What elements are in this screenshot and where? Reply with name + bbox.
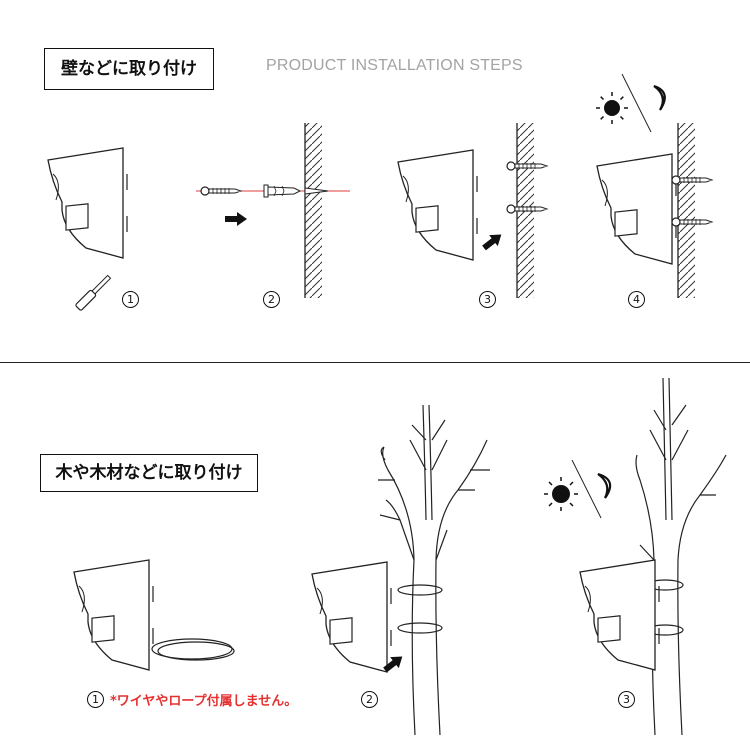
moon-icon: [597, 472, 612, 499]
step-number: 1: [87, 691, 104, 708]
moon-icon: [653, 84, 666, 111]
camera-icon: [397, 149, 478, 261]
wall-icon: [677, 123, 695, 298]
screw-icon: [671, 217, 713, 227]
step-number: 2: [361, 691, 378, 708]
screw-icon: [506, 161, 548, 171]
camera-icon: [596, 153, 677, 265]
arrow-icon: [225, 212, 247, 226]
wall-anchor-icon: [263, 184, 302, 198]
tree-icon: [378, 404, 490, 736]
camera-icon: [311, 561, 392, 673]
screw-icon: [506, 204, 548, 214]
camera-icon: [579, 559, 660, 671]
step-number: 3: [479, 291, 496, 308]
wire-loop-icon: [151, 638, 235, 661]
tree-icon: [635, 377, 727, 736]
wall-icon: [304, 123, 322, 298]
arrow-icon: [479, 228, 506, 254]
screw-icon: [200, 186, 242, 196]
accessory-note: *ワイヤやロープ付属しません。: [110, 694, 298, 709]
step-number: 1: [122, 291, 139, 308]
wall-mount-heading: 壁などに取り付け: [44, 48, 214, 90]
step-number: 2: [263, 291, 280, 308]
sun-icon: [544, 477, 578, 511]
step-number: 3: [618, 691, 635, 708]
section-divider: [0, 362, 750, 363]
tree-mount-heading: 木や木材などに取り付け: [40, 454, 258, 492]
section-subtitle: PRODUCT INSTALLATION STEPS: [266, 57, 523, 74]
step-number: 4: [628, 291, 645, 308]
sun-icon: [596, 92, 628, 124]
camera-icon: [73, 559, 154, 671]
screwdriver-icon: [75, 274, 112, 311]
screw-icon: [671, 175, 713, 185]
camera-icon: [47, 147, 128, 259]
